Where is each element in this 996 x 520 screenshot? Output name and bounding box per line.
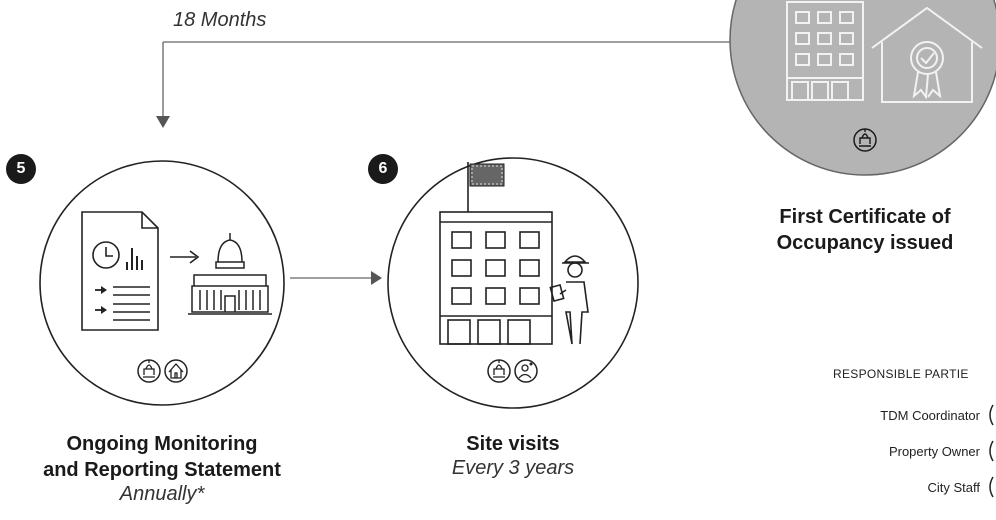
timeline-connector <box>162 41 745 120</box>
capitol-building-icon <box>188 233 272 315</box>
legend-item-property-owner: Property Owner <box>888 444 980 459</box>
step-5-title-line2: and Reporting Statement <box>43 459 281 481</box>
document-icon <box>81 211 159 331</box>
step-5-caption: Ongoing Monitoring and Reporting Stateme… <box>0 431 324 506</box>
step-6-badge: 6 <box>368 154 398 184</box>
property-owner-icon <box>164 359 188 383</box>
clock-icon <box>92 241 120 269</box>
legend-item-city-staff: City Staff <box>927 480 980 495</box>
inspector-icon <box>549 255 589 345</box>
tdm-coordinator-icon <box>514 359 538 383</box>
step-6-frequency: Every 3 years <box>451 457 575 479</box>
milestone-title-line1: First Certificate of <box>779 206 951 228</box>
legend-title: RESPONSIBLE PARTIE <box>833 367 969 381</box>
list-lines-icon <box>95 286 150 321</box>
step-connector-arrowhead <box>371 271 382 285</box>
bar-chart-icon <box>126 248 143 270</box>
city-staff-icon <box>137 359 161 383</box>
step-5-circle <box>39 160 285 406</box>
office-building-icon <box>786 1 864 101</box>
office-building-icon <box>439 211 553 345</box>
flag-icon <box>467 162 505 212</box>
submit-arrow-icon <box>170 250 200 264</box>
step-6-caption: Site visits Every 3 years <box>393 431 633 480</box>
timeline-duration-label: 18 Months <box>173 9 267 31</box>
step-5-title-line1: Ongoing Monitoring <box>66 433 258 455</box>
step-6-circle <box>387 157 639 409</box>
timeline-arrowhead <box>156 116 170 128</box>
step-5-frequency: Annually* <box>119 483 205 505</box>
step-5-badge: 5 <box>6 154 36 184</box>
city-staff-icon <box>853 128 877 152</box>
house-certificate-icon <box>871 6 983 103</box>
city-staff-icon <box>487 359 511 383</box>
milestone-title-line2: Occupancy issued <box>776 232 954 254</box>
legend-icon-stubs <box>989 404 994 498</box>
legend-item-tdm-coordinator: TDM Coordinator <box>880 408 980 423</box>
milestone-title: First Certificate of Occupancy issued <box>740 204 990 256</box>
step-6-title: Site visits <box>466 433 560 455</box>
